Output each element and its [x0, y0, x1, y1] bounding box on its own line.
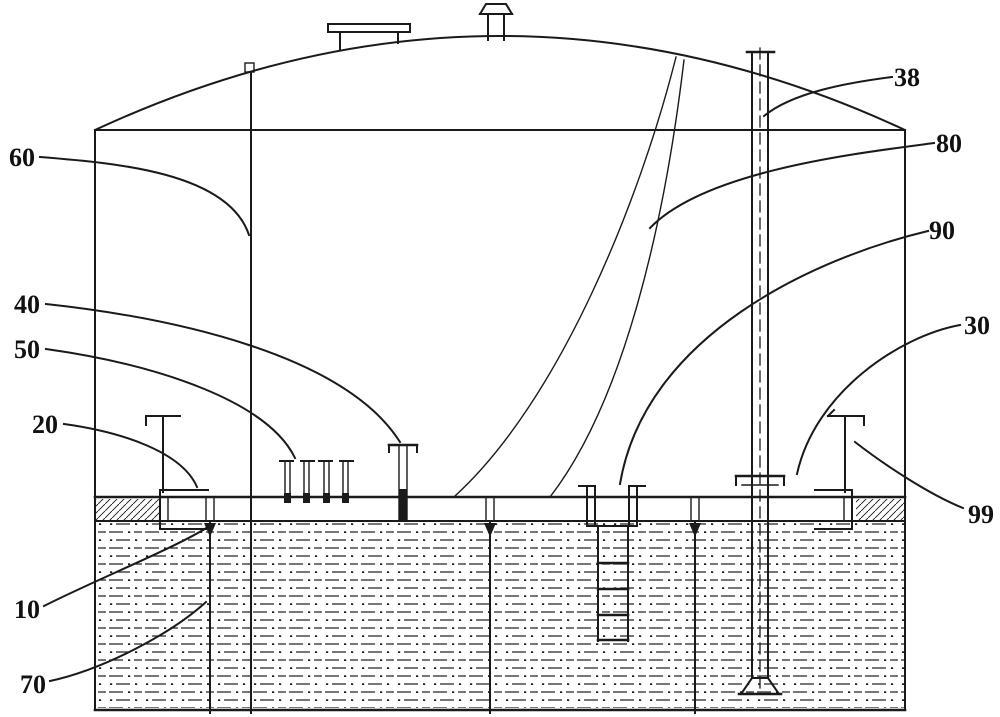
deck-support-legs [204, 496, 701, 714]
flexible-hose [454, 56, 685, 498]
ref-label-38: 38 [894, 63, 920, 92]
guide-pole-top-fitting [244, 62, 255, 73]
deck-pontoon-right [856, 499, 904, 520]
left-deck-clamp-inner [167, 496, 209, 522]
ref-label-50: 50 [14, 335, 40, 364]
floating-deck [93, 495, 907, 522]
leader-20 [62, 422, 199, 489]
roof-vent [478, 3, 514, 41]
channel-foot [303, 493, 310, 503]
deck-channel-fitting-1 [279, 460, 315, 503]
channel-foot [342, 493, 349, 503]
ref-label-10: 10 [14, 595, 40, 624]
ref-label-60: 60 [9, 143, 35, 172]
leader-60 [38, 155, 251, 237]
ref-label-70: 70 [20, 670, 46, 699]
leader-90 [618, 229, 930, 486]
right-deck-clamp-inner [814, 496, 845, 522]
channel-foot [284, 493, 291, 503]
stored-liquid [96, 523, 904, 708]
reference-numerals: 60 40 50 20 10 70 38 80 90 30 99 [9, 63, 994, 699]
ref-label-90: 90 [929, 216, 955, 245]
right-deck-clamp-outer [814, 489, 853, 530]
leader-80 [648, 141, 936, 230]
leg-arrow [689, 523, 701, 537]
right-arm-cap-slant [826, 408, 836, 418]
deck-channel-fitting-2 [318, 460, 354, 503]
right-rim-bracket [814, 408, 865, 530]
leader-10 [42, 523, 213, 608]
ref-label-99: 99 [968, 500, 994, 529]
leader-lines [38, 75, 965, 683]
roof-manhole [327, 23, 411, 51]
center-well [578, 485, 646, 527]
leader-40 [44, 302, 402, 444]
leader-99 [853, 440, 965, 510]
dome-roof [93, 35, 907, 132]
nozzle-deck-seal [399, 489, 407, 521]
deck-nozzle [387, 443, 419, 522]
ref-label-40: 40 [14, 290, 40, 319]
hose-curve-inner [549, 59, 685, 498]
ref-label-20: 20 [32, 410, 58, 439]
manhole-cover [327, 23, 411, 33]
ref-label-80: 80 [936, 129, 962, 158]
tank-shell [93, 35, 907, 712]
leader-50 [44, 347, 297, 460]
leader-70 [48, 600, 208, 683]
channel-foot [323, 493, 330, 503]
leader-30 [795, 323, 962, 476]
deck-pontoon-left [96, 499, 160, 520]
hose-curve-outer [454, 56, 677, 497]
left-deck-clamp-outer [159, 489, 209, 530]
leader-38 [762, 75, 894, 118]
vent-cap [478, 3, 514, 15]
ref-label-30: 30 [964, 311, 990, 340]
well-ladder [596, 525, 630, 642]
leg-arrow [484, 523, 496, 537]
